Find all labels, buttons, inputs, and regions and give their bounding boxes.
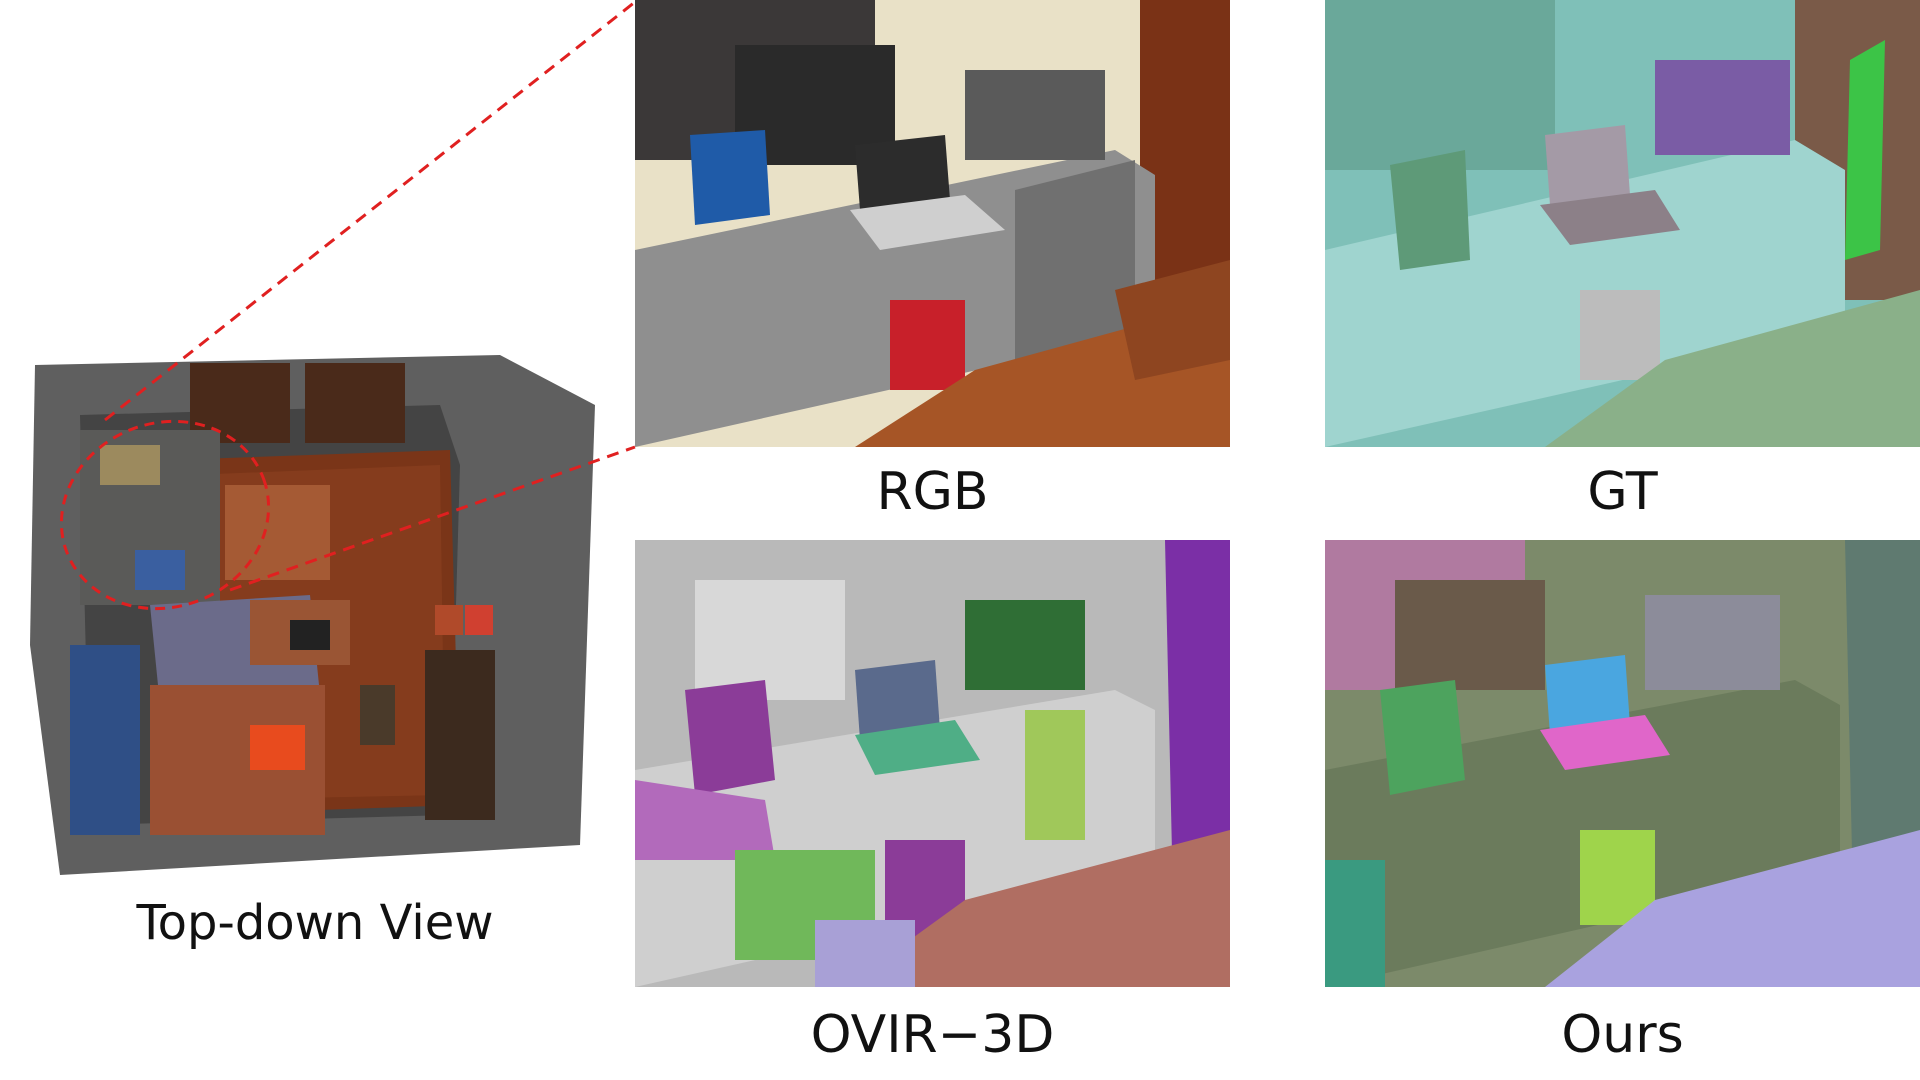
gt-image (1325, 0, 1920, 447)
caption-topdown: Top-down View (136, 895, 494, 951)
ovir3d-image (635, 540, 1230, 987)
caption-ours: Ours (1561, 1005, 1684, 1065)
caption-ovir3d: OVIR−3D (810, 1005, 1055, 1065)
caption-gt: GT (1587, 462, 1658, 522)
zoom-connector-top (104, 0, 636, 422)
zoom-connector-bottom (229, 445, 636, 592)
rgb-image (635, 0, 1230, 447)
ours-image (1325, 540, 1920, 987)
topdown-view-image (20, 345, 600, 885)
zoom-region-ellipse (59, 419, 271, 611)
caption-rgb: RGB (876, 462, 989, 522)
